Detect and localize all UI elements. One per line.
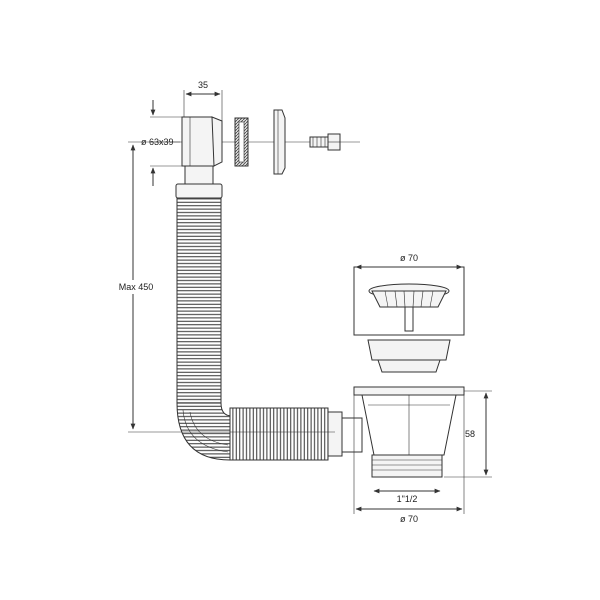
hose-connector bbox=[341, 417, 363, 453]
hose-vertical-section bbox=[176, 197, 222, 404]
drain-outlet bbox=[371, 454, 443, 478]
label-top-width: 35 bbox=[198, 80, 208, 90]
hose-side-cuff bbox=[327, 411, 343, 457]
label-hose-length: Max 450 bbox=[119, 282, 154, 292]
dimension-outlet-thread: 1"1/2 bbox=[373, 488, 441, 504]
drain-flange bbox=[353, 386, 465, 396]
overflow-neck bbox=[184, 165, 214, 185]
strainer-base bbox=[377, 359, 441, 373]
dimension-body-height: 58 bbox=[444, 390, 492, 478]
dimension-top-width: 35 bbox=[183, 80, 223, 121]
label-body-height: 58 bbox=[465, 429, 475, 439]
strainer-lower-body bbox=[367, 339, 451, 361]
overflow-assembly bbox=[150, 109, 360, 185]
strainer-stem bbox=[404, 306, 414, 332]
strainer-basket bbox=[371, 290, 447, 308]
label-outlet-thread: 1"1/2 bbox=[397, 494, 418, 504]
dimension-inlet-size: ø 63x39 bbox=[141, 100, 182, 186]
dimension-bottom-diameter: ø 70 bbox=[353, 395, 465, 524]
flexible-hose bbox=[175, 183, 363, 461]
hose-horizontal-section bbox=[229, 407, 329, 461]
label-bottom-diameter: ø 70 bbox=[400, 514, 418, 524]
overflow-housing bbox=[181, 116, 215, 167]
dimension-hose-length: Max 450 bbox=[112, 141, 335, 433]
drain-body bbox=[353, 386, 465, 478]
strainer-assembly bbox=[353, 266, 465, 373]
overflow-flange bbox=[211, 116, 223, 167]
overflow-screw bbox=[309, 133, 341, 151]
overflow-cover-plate bbox=[273, 109, 286, 175]
label-strainer-diameter: ø 70 bbox=[400, 253, 418, 263]
dimension-strainer-diameter: ø 70 bbox=[355, 253, 463, 270]
hose-top-cuff bbox=[175, 183, 223, 199]
